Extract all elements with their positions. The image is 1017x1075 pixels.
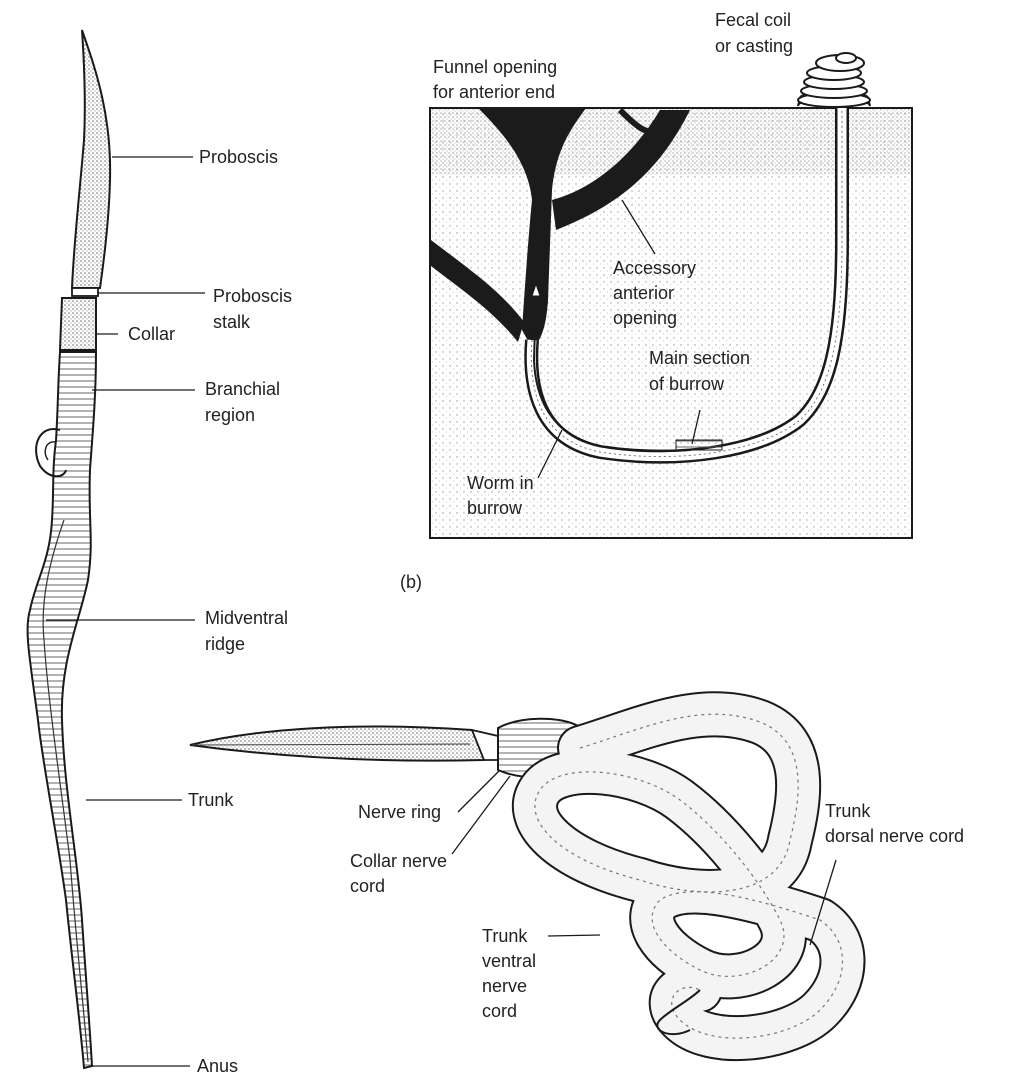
label-accessory-2: anterior: [613, 281, 674, 305]
label-main-2: of burrow: [649, 372, 724, 396]
label-ventral-2: ventral: [482, 949, 536, 973]
label-ventral-1: Trunk: [482, 924, 527, 948]
worm-a: [28, 30, 111, 1068]
label-accessory-1: Accessory: [613, 256, 696, 280]
worm-c-proboscis: [190, 726, 484, 760]
label-trunk: Trunk: [188, 788, 233, 812]
label-branchial-2: region: [205, 403, 255, 427]
label-midventral-1: Midventral: [205, 606, 288, 630]
label-fecal-1: Fecal coil: [715, 8, 791, 32]
label-ventral-3: nerve: [482, 974, 527, 998]
label-accessory-3: opening: [613, 306, 677, 330]
label-worm-2: burrow: [467, 496, 522, 520]
label-ventral-4: cord: [482, 999, 517, 1023]
label-dorsal-2: dorsal nerve cord: [825, 824, 964, 848]
label-collar-cord-2: cord: [350, 874, 385, 898]
label-nerve-ring: Nerve ring: [358, 800, 441, 824]
worm-a-stalk: [72, 288, 98, 296]
label-funnel-1: Funnel opening: [433, 55, 557, 79]
worm-a-collar: [60, 298, 96, 350]
label-proboscis-stalk-1: Proboscis: [213, 284, 292, 308]
label-proboscis-stalk-2: stalk: [213, 310, 250, 334]
label-main-1: Main section: [649, 346, 750, 370]
label-worm-1: Worm in: [467, 471, 534, 495]
label-fecal-2: or casting: [715, 34, 793, 58]
label-funnel-2: for anterior end: [433, 80, 555, 104]
worm-a-proboscis: [72, 30, 110, 288]
label-collar-cord-1: Collar nerve: [350, 849, 447, 873]
fecal-coil: [798, 53, 870, 107]
label-branchial-1: Branchial: [205, 377, 280, 401]
label-collar: Collar: [128, 322, 175, 346]
label-dorsal-1: Trunk: [825, 799, 870, 823]
label-midventral-2: ridge: [205, 632, 245, 656]
label-proboscis: Proboscis: [199, 145, 278, 169]
label-anus: Anus: [197, 1054, 238, 1075]
panel-b-label: (b): [400, 570, 422, 594]
